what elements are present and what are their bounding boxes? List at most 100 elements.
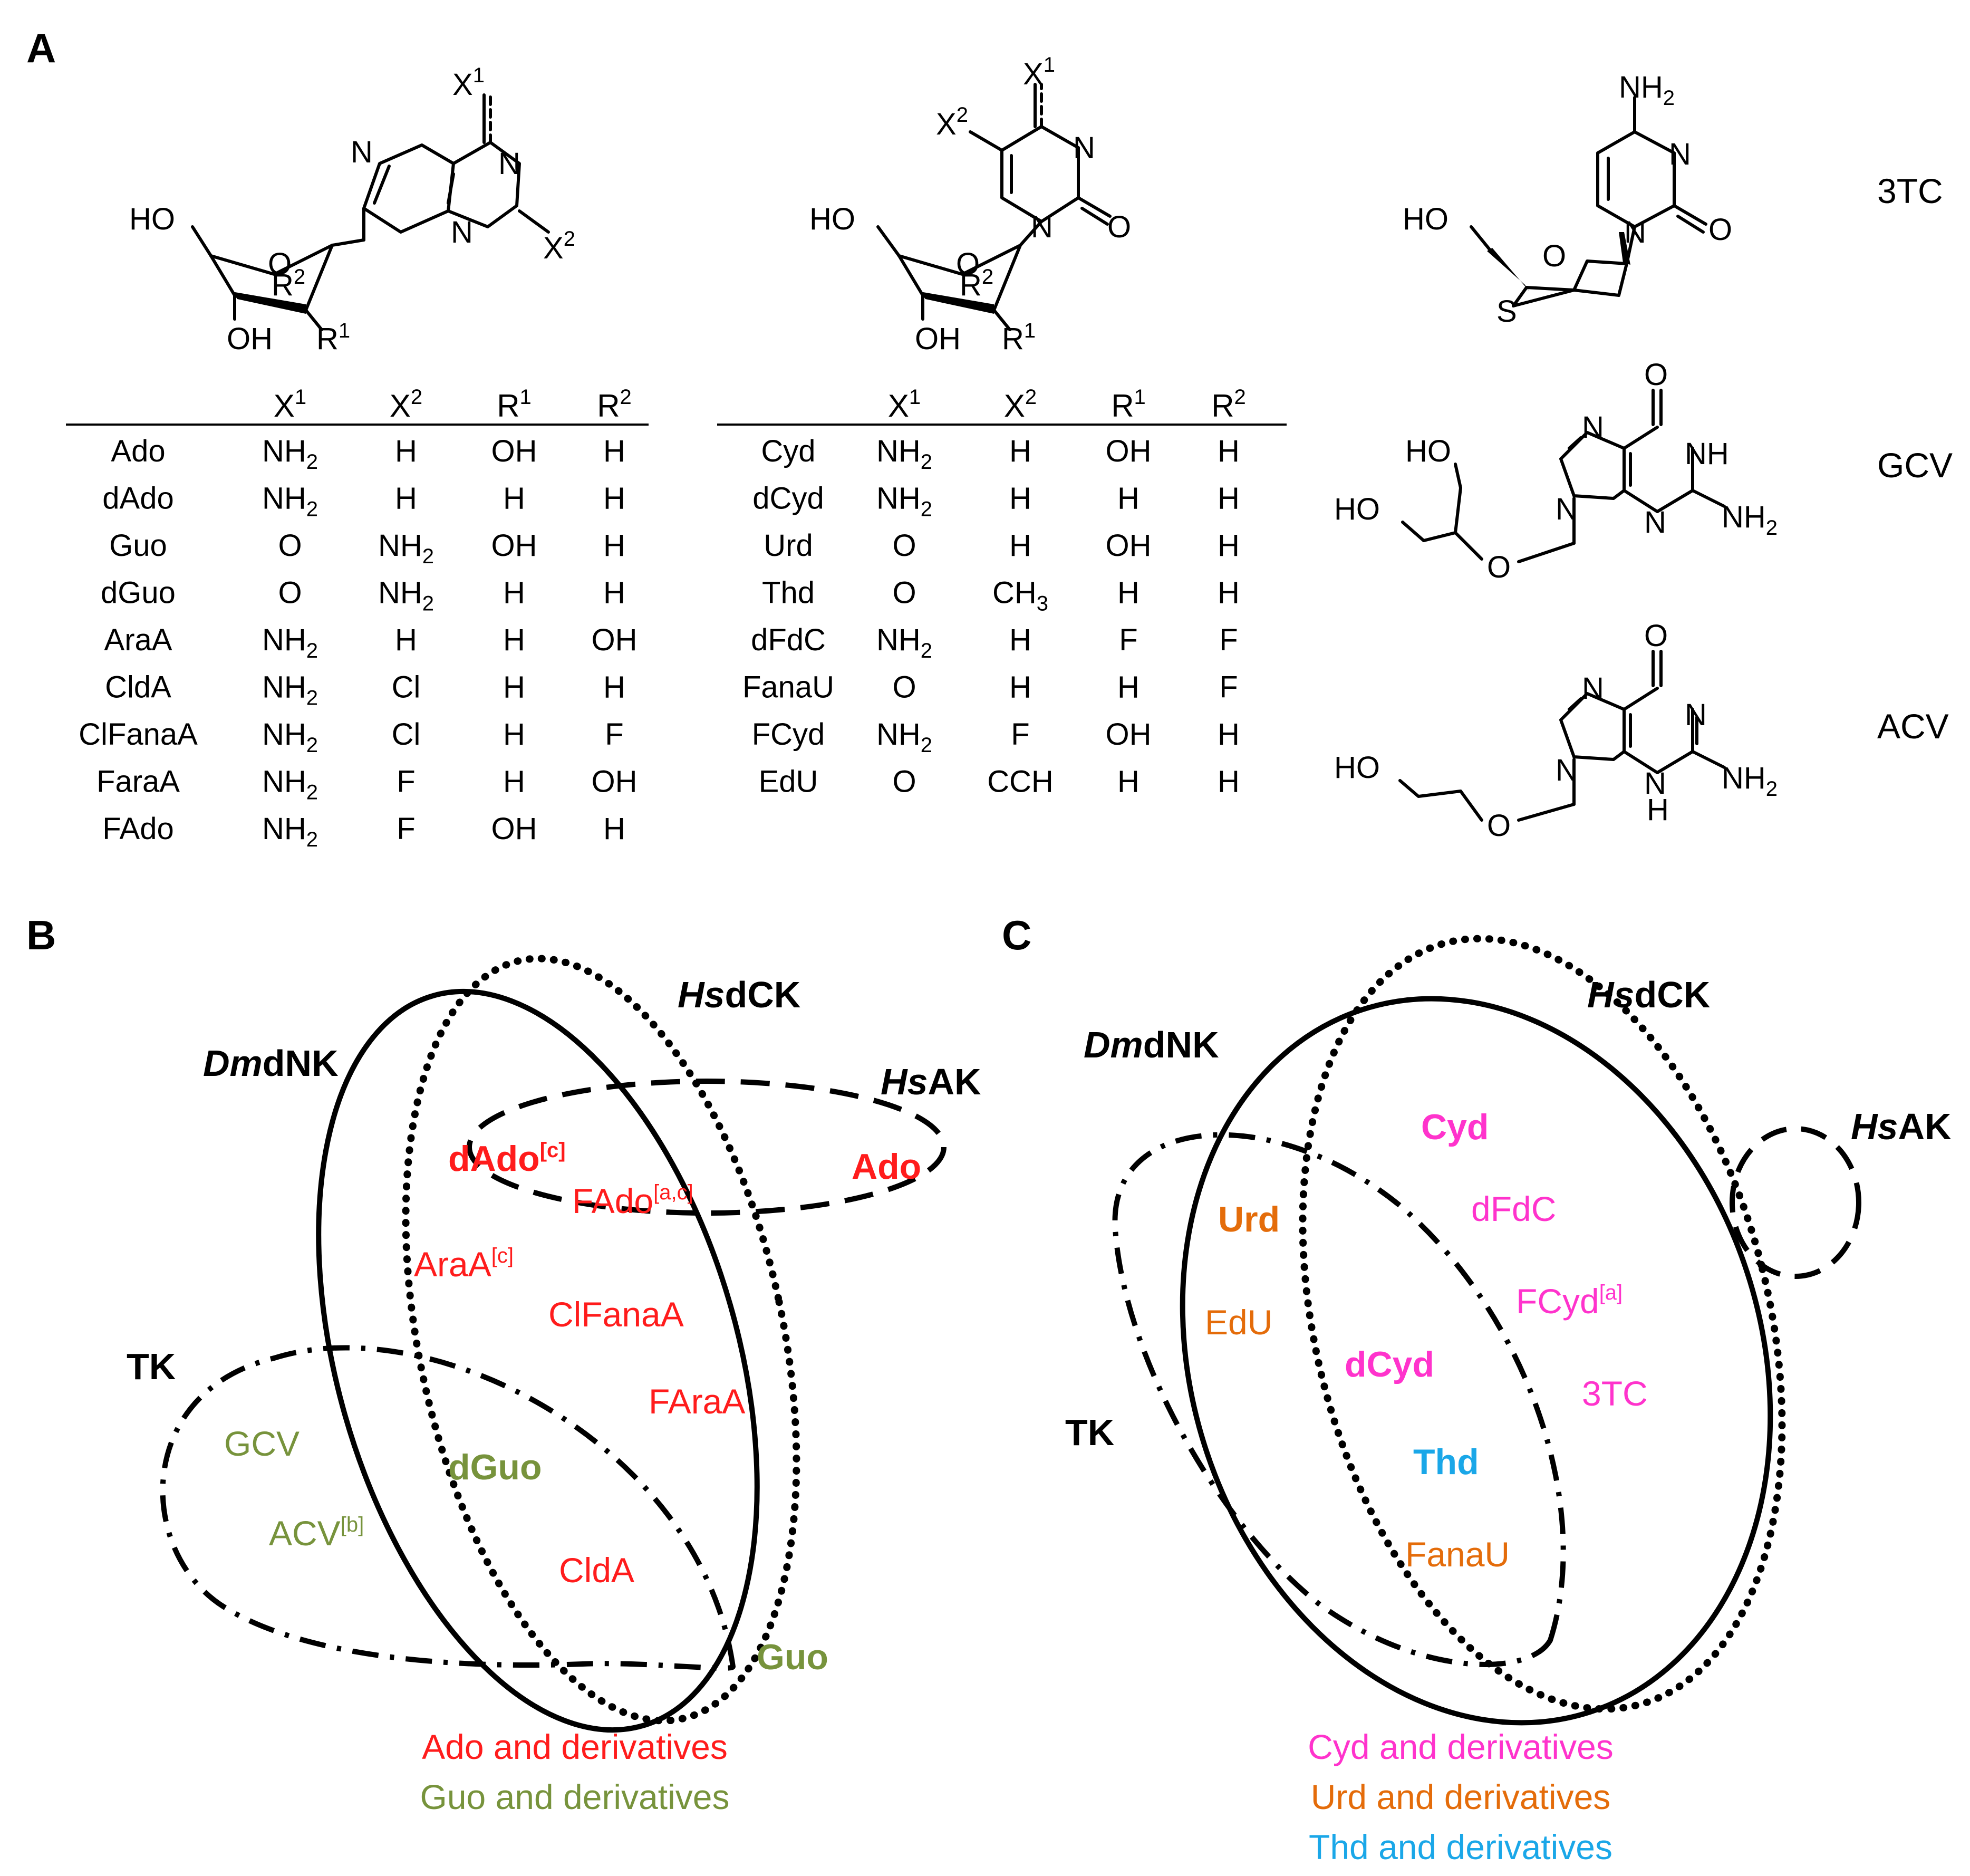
table-cell: NH2 bbox=[262, 434, 318, 474]
purine-scaffold-structure: HO O R2 OH R1 N N N X1 X2 bbox=[129, 64, 575, 356]
pyrimidine-c2-o: O bbox=[1107, 210, 1131, 244]
panel-c-dcyd: dCyd bbox=[1345, 1344, 1434, 1384]
table-cell: F bbox=[1011, 717, 1029, 752]
purine-x2: X2 bbox=[543, 227, 575, 265]
lamivudine-structure: NH2 N N O O S HO 3TC bbox=[1403, 70, 1943, 329]
acyclovir-n1: N bbox=[1685, 698, 1707, 732]
table-cell: H bbox=[1117, 670, 1139, 705]
purine-x1: X1 bbox=[452, 64, 485, 102]
panel-b-legend-guo: Guo and derivatives bbox=[420, 1777, 729, 1816]
acyclovir-nh2: NH2 bbox=[1722, 761, 1778, 801]
lamivudine-n3: N bbox=[1669, 137, 1691, 171]
ganciclovir-n7: N bbox=[1582, 410, 1604, 445]
panel-b-hsak-label: HsAK bbox=[881, 1061, 981, 1102]
table-cell: NH2 bbox=[262, 765, 318, 804]
panel-b-hsdck-label: HsdCK bbox=[678, 974, 800, 1015]
table-cell: H bbox=[1009, 670, 1031, 705]
table-cell: Urd bbox=[764, 528, 813, 563]
panel-b-venn: HsdCK DmdNK HsAK TK dAdo[c] FAdo[a,c] Ad… bbox=[127, 955, 981, 1816]
pyrimidine-x1: X1 bbox=[1023, 53, 1055, 91]
lamivudine-nh2: NH2 bbox=[1619, 70, 1675, 110]
table-cell: H bbox=[1009, 482, 1031, 516]
panel-c-dmdnk-ellipse bbox=[1180, 996, 1773, 1726]
table-cell: OH bbox=[1106, 434, 1152, 468]
pyrimidine-n3: N bbox=[1073, 131, 1095, 165]
table-header-cell: R2 bbox=[1211, 386, 1246, 424]
table-cell: Thd bbox=[762, 576, 815, 610]
ganciclovir-structure: O N NH N N NH2 O HO HO GCV bbox=[1334, 358, 1953, 584]
ganciclovir-ho2: HO bbox=[1334, 492, 1380, 526]
pyrimidine-r1: R1 bbox=[1002, 319, 1036, 356]
pyrimidine-x2: X2 bbox=[936, 103, 968, 141]
purine-r2: R2 bbox=[272, 265, 305, 302]
table-cell: OH bbox=[592, 765, 638, 799]
table-cell: NH2 bbox=[876, 623, 932, 662]
table-cell: H bbox=[1218, 482, 1240, 516]
table-cell: H bbox=[1218, 717, 1240, 752]
table-cell: H bbox=[1117, 576, 1139, 610]
acyclovir-label: ACV bbox=[1877, 707, 1949, 746]
acyclovir-h: H bbox=[1647, 793, 1669, 827]
table-cell: NH2 bbox=[876, 717, 932, 757]
table-cell: F bbox=[397, 765, 415, 799]
table-cell: H bbox=[1009, 434, 1031, 468]
ganciclovir-nh2: NH2 bbox=[1722, 500, 1778, 540]
table-cell: H bbox=[603, 812, 625, 846]
table-cell: AraA bbox=[104, 623, 172, 657]
table-cell: H bbox=[1117, 765, 1139, 799]
ganciclovir-n3: N bbox=[1644, 505, 1666, 540]
panel-c-hsdck-label: HsdCK bbox=[1587, 974, 1710, 1015]
table-cell: H bbox=[503, 765, 525, 799]
table-cell: H bbox=[503, 482, 525, 516]
lamivudine-n1: N bbox=[1624, 215, 1646, 249]
panel-b-gcv: GCV bbox=[224, 1424, 300, 1463]
table-header-cell: X2 bbox=[390, 386, 422, 424]
panel-b-guo: Guo bbox=[757, 1637, 828, 1677]
ganciclovir-o: O bbox=[1644, 358, 1668, 392]
table-cell: NH2 bbox=[378, 576, 434, 615]
table-cell: dCyd bbox=[752, 482, 824, 516]
panel-b-dmdnk-label: DmdNK bbox=[203, 1043, 339, 1084]
panel-b-araa: AraA[c] bbox=[414, 1244, 514, 1284]
table-cell: F bbox=[1219, 670, 1238, 705]
lamivudine-ho: HO bbox=[1403, 202, 1448, 236]
ganciclovir-nh: NH bbox=[1685, 437, 1729, 471]
table-cell: dGuo bbox=[101, 576, 176, 610]
table-cell: O bbox=[892, 528, 916, 563]
pyrimidine-ho: HO bbox=[809, 202, 855, 236]
acyclovir-ho: HO bbox=[1334, 751, 1380, 785]
ganciclovir-label: GCV bbox=[1877, 446, 1953, 485]
table-cell: OH bbox=[1106, 528, 1152, 563]
table-cell: H bbox=[395, 482, 417, 516]
table-cell: H bbox=[1218, 765, 1240, 799]
table-cell: H bbox=[395, 434, 417, 468]
table-cell: O bbox=[278, 576, 302, 610]
table-cell: H bbox=[603, 482, 625, 516]
table-cell: H bbox=[503, 623, 525, 657]
panel-b-letter: B bbox=[26, 912, 56, 958]
table-cell: NH2 bbox=[262, 623, 318, 662]
table-cell: EdU bbox=[759, 765, 818, 799]
acyclovir-n9: N bbox=[1556, 753, 1578, 787]
pyrimidine-scaffold-structure: HO O R2 OH R1 N N O X1 X2 bbox=[809, 53, 1131, 356]
panel-c-tk-ellipse bbox=[1112, 1132, 1566, 1667]
table-cell: FCyd bbox=[752, 717, 825, 752]
panel-c-edu: EdU bbox=[1205, 1303, 1272, 1342]
pyrimidine-ring-o: O bbox=[956, 247, 980, 281]
panel-b-faraa: FAraA bbox=[649, 1382, 745, 1421]
table-header-cell: X1 bbox=[888, 386, 921, 424]
table-cell: NH2 bbox=[262, 670, 318, 710]
table-cell: OH bbox=[491, 528, 537, 563]
acyclovir-n7: N bbox=[1582, 671, 1604, 706]
panel-a-letter: A bbox=[26, 25, 56, 71]
